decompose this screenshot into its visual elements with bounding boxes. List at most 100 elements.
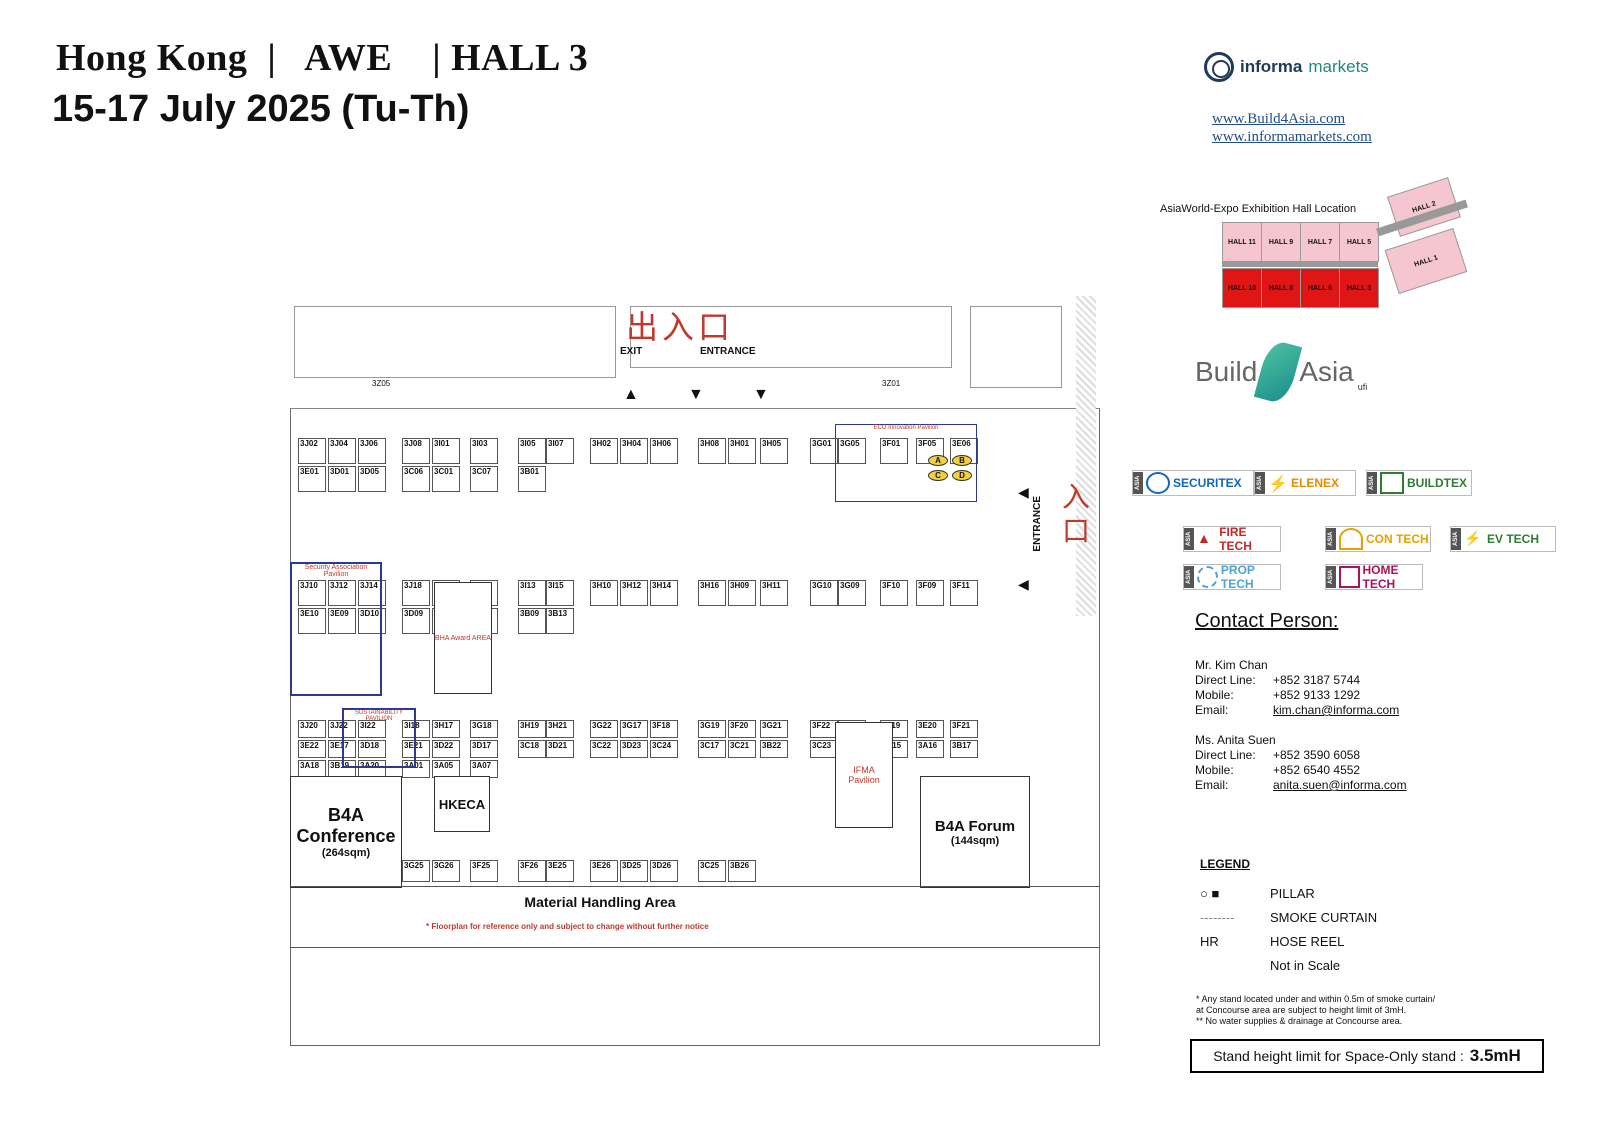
booth-3c07[interactable]: 3C07 <box>470 466 498 492</box>
booth-number: 3D17 <box>472 741 492 750</box>
booth-3b22[interactable]: 3B22 <box>760 740 788 758</box>
booth-3d18[interactable]: 3D18 <box>358 740 386 758</box>
booth-3f18[interactable]: 3F18 <box>650 720 678 738</box>
link-informamarkets[interactable]: www.informamarkets.com <box>1212 129 1372 145</box>
booth-3e10[interactable]: 3E10 <box>298 608 326 634</box>
booth-3f01[interactable]: 3F01 <box>880 438 908 464</box>
booth-3j20[interactable]: 3J20 <box>298 720 326 738</box>
booth-3j10[interactable]: 3J10 <box>298 580 326 606</box>
booth-3b09[interactable]: 3B09 <box>518 608 546 634</box>
booth-3i01[interactable]: 3I01 <box>432 438 460 464</box>
booth-3c24[interactable]: 3C24 <box>650 740 678 758</box>
booth-3d05[interactable]: 3D05 <box>358 466 386 492</box>
booth-3g22[interactable]: 3G22 <box>590 720 618 738</box>
booth-3h17[interactable]: 3H17 <box>432 720 460 738</box>
side-ramp <box>1076 296 1096 616</box>
booth-3h05[interactable]: 3H05 <box>760 438 788 464</box>
booth-3i22[interactable]: 3I22 <box>358 720 386 738</box>
booth-3c18[interactable]: 3C18 <box>518 740 546 758</box>
booth-3d09[interactable]: 3D09 <box>402 608 430 634</box>
booth-3f22[interactable]: 3F22 <box>810 720 838 738</box>
booth-3a16[interactable]: 3A16 <box>916 740 944 758</box>
booth-3h19[interactable]: 3H19 <box>518 720 546 738</box>
booth-3h04[interactable]: 3H04 <box>620 438 648 464</box>
booth-3f20[interactable]: 3F20 <box>728 720 756 738</box>
booth-3d23[interactable]: 3D23 <box>620 740 648 758</box>
booth-3h09[interactable]: 3H09 <box>728 580 756 606</box>
booth-3h21[interactable]: 3H21 <box>546 720 574 738</box>
booth-3j12[interactable]: 3J12 <box>328 580 356 606</box>
booth-3e21[interactable]: 3E21 <box>402 740 430 758</box>
booth-number: 3G26 <box>434 861 454 870</box>
booth-3e25[interactable]: 3E25 <box>546 860 574 882</box>
booth-3h11[interactable]: 3H11 <box>760 580 788 606</box>
booth-3f10[interactable]: 3F10 <box>880 580 908 606</box>
booth-3h12[interactable]: 3H12 <box>620 580 648 606</box>
booth-3b01[interactable]: 3B01 <box>518 466 546 492</box>
link-build4asia[interactable]: www.Build4Asia.com <box>1212 111 1346 127</box>
booth-3i07[interactable]: 3I07 <box>546 438 574 464</box>
booth-3i18[interactable]: 3I18 <box>402 720 430 738</box>
booth-3c25[interactable]: 3C25 <box>698 860 726 882</box>
contact-anita-suen: Ms. Anita Suen Direct Line:+852 3590 605… <box>1195 733 1455 793</box>
booth-3d21[interactable]: 3D21 <box>546 740 574 758</box>
room-left <box>294 306 616 378</box>
booth-3i13[interactable]: 3I13 <box>518 580 546 606</box>
booth-3f26[interactable]: 3F26 <box>518 860 546 882</box>
booth-3b13[interactable]: 3B13 <box>546 608 574 634</box>
email-link[interactable]: anita.suen@informa.com <box>1273 778 1407 792</box>
booth-3d22[interactable]: 3D22 <box>432 740 460 758</box>
booth-3f09[interactable]: 3F09 <box>916 580 944 606</box>
booth-3g10[interactable]: 3G10 <box>810 580 838 606</box>
booth-3j08[interactable]: 3J08 <box>402 438 430 464</box>
email-link[interactable]: kim.chan@informa.com <box>1273 703 1400 717</box>
booth-3j04[interactable]: 3J04 <box>328 438 356 464</box>
booth-3h14[interactable]: 3H14 <box>650 580 678 606</box>
booth-3e01[interactable]: 3E01 <box>298 466 326 492</box>
booth-3e22[interactable]: 3E22 <box>298 740 326 758</box>
booth-3j02[interactable]: 3J02 <box>298 438 326 464</box>
booth-3h10[interactable]: 3H10 <box>590 580 618 606</box>
booth-3e09[interactable]: 3E09 <box>328 608 356 634</box>
booth-3g26[interactable]: 3G26 <box>432 860 460 882</box>
booth-3i15[interactable]: 3I15 <box>546 580 574 606</box>
booth-3f25[interactable]: 3F25 <box>470 860 498 882</box>
pod-d: D <box>952 470 972 481</box>
booth-3d01[interactable]: 3D01 <box>328 466 356 492</box>
booth-3g18[interactable]: 3G18 <box>470 720 498 738</box>
booth-3g19[interactable]: 3G19 <box>698 720 726 738</box>
booth-3e20[interactable]: 3E20 <box>916 720 944 738</box>
booth-3e26[interactable]: 3E26 <box>590 860 618 882</box>
booth-3a01[interactable]: 3A01 <box>402 760 430 778</box>
booth-3i03[interactable]: 3I03 <box>470 438 498 464</box>
booth-3c21[interactable]: 3C21 <box>728 740 756 758</box>
booth-3b17[interactable]: 3B17 <box>950 740 978 758</box>
booth-3c06[interactable]: 3C06 <box>402 466 430 492</box>
booth-3d26[interactable]: 3D26 <box>650 860 678 882</box>
booth-3g05[interactable]: 3G05 <box>838 438 866 464</box>
booth-3f11[interactable]: 3F11 <box>950 580 978 606</box>
booth-3g17[interactable]: 3G17 <box>620 720 648 738</box>
booth-3h06[interactable]: 3H06 <box>650 438 678 464</box>
booth-3g25[interactable]: 3G25 <box>402 860 430 882</box>
booth-number: 3A16 <box>918 741 938 750</box>
booth-3d25[interactable]: 3D25 <box>620 860 648 882</box>
booth-3f21[interactable]: 3F21 <box>950 720 978 738</box>
booth-3i05[interactable]: 3I05 <box>518 438 546 464</box>
booth-3d17[interactable]: 3D17 <box>470 740 498 758</box>
booth-3c22[interactable]: 3C22 <box>590 740 618 758</box>
booth-3j06[interactable]: 3J06 <box>358 438 386 464</box>
bolt-icon: ⚡ <box>1268 476 1288 493</box>
booth-3j18[interactable]: 3J18 <box>402 580 430 606</box>
booth-3h16[interactable]: 3H16 <box>698 580 726 606</box>
booth-3g01[interactable]: 3G01 <box>810 438 838 464</box>
booth-3c01[interactable]: 3C01 <box>432 466 460 492</box>
booth-3g21[interactable]: 3G21 <box>760 720 788 738</box>
booth-3h08[interactable]: 3H08 <box>698 438 726 464</box>
booth-3h02[interactable]: 3H02 <box>590 438 618 464</box>
booth-3c17[interactable]: 3C17 <box>698 740 726 758</box>
booth-3g09[interactable]: 3G09 <box>838 580 866 606</box>
booth-3c23[interactable]: 3C23 <box>810 740 838 758</box>
booth-3b26[interactable]: 3B26 <box>728 860 756 882</box>
booth-3h01[interactable]: 3H01 <box>728 438 756 464</box>
